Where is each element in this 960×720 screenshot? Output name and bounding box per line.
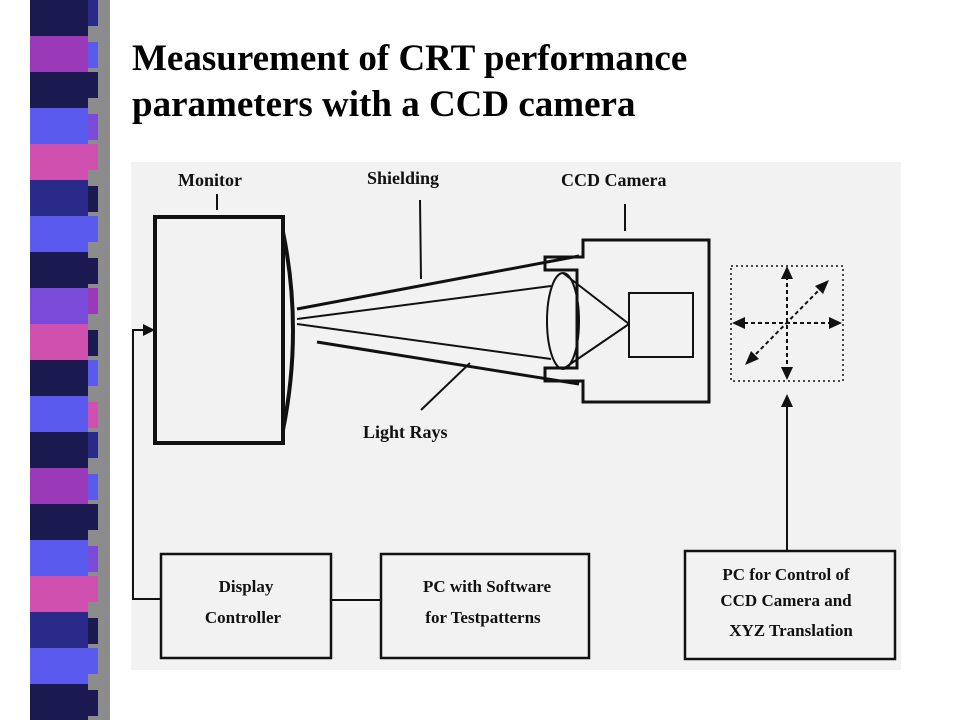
side-bar-stripe (88, 546, 98, 572)
shielding-upper (296, 254, 580, 311)
arrow-up-icon (781, 266, 793, 279)
side-bar-stripe (88, 360, 98, 386)
side-bar-stripe (88, 42, 98, 68)
side-bar-stripe (88, 648, 98, 674)
arrow-diag-down-icon (745, 351, 759, 365)
side-bar-stripe (88, 258, 98, 284)
ccd-camera-label: CCD Camera (561, 170, 666, 190)
crt-measurement-diagram: Monitor Shielding Light Rays CCD Camera … (131, 162, 901, 670)
side-bar-stripe (30, 576, 88, 612)
light-ray-lower (296, 323, 552, 360)
side-bar-stripe (88, 432, 98, 458)
shielding-label: Shielding (367, 168, 439, 188)
pc-software-box (379, 552, 591, 660)
side-bar-stripe (30, 108, 88, 144)
pc-control-line-2: CCD Camera and (720, 591, 852, 610)
side-bar-stripe (88, 216, 98, 242)
ccd-sensor (628, 292, 694, 358)
stage-input-arrow-icon (781, 394, 793, 407)
light-rays-label: Light Rays (363, 422, 448, 442)
arrow-right-icon (829, 317, 842, 329)
side-bar-stripe (30, 288, 88, 324)
side-bar-stripe (30, 324, 88, 360)
side-bar-stripe (30, 396, 88, 432)
side-bar-stripe (30, 360, 88, 396)
side-bar-stripe (30, 216, 88, 252)
controller-to-monitor-connector (132, 329, 161, 600)
arrow-left-icon (732, 317, 745, 329)
monitor-label: Monitor (178, 170, 242, 190)
side-bar-stripe (30, 0, 88, 36)
arrow-down-icon (781, 367, 793, 380)
side-bar-stripe (88, 114, 98, 140)
side-bar-stripe (30, 684, 88, 720)
side-bar-stripe (88, 618, 98, 644)
light-ray-upper (296, 285, 552, 320)
xyz-arrowheads (732, 266, 842, 380)
light-rays-label-leader (420, 362, 471, 411)
side-bar-stripe (88, 504, 98, 530)
side-bar-stripe (30, 180, 88, 216)
side-bar-stripe (88, 72, 98, 98)
monitor-input-arrow-icon (143, 324, 155, 336)
side-bar-stripe (30, 36, 88, 72)
side-bar-stripe (88, 330, 98, 356)
slide-title: Measurement of CRT performance parameter… (132, 36, 932, 128)
side-bar-stripe (30, 540, 88, 576)
shielding-label-leader (419, 199, 422, 280)
pc-control-line-1: PC for Control of (722, 565, 850, 584)
side-bar-stripe (30, 144, 88, 180)
display-controller-line-2: Controller (205, 608, 282, 627)
pc-software-line-1: PC with Software (423, 577, 552, 596)
lens-ray-lower (562, 323, 630, 370)
side-bar-stripe (30, 612, 88, 648)
shielding-lower (316, 340, 580, 386)
side-bar-stripe (88, 186, 98, 212)
monitor-screen-curve (281, 231, 295, 431)
pc-control-box (683, 549, 897, 661)
side-bar-stripes (30, 0, 98, 720)
side-bar-stripe (30, 252, 88, 288)
lens-ray-upper (562, 272, 630, 325)
side-bar-stripe (30, 504, 88, 540)
side-bar-stripe (88, 288, 98, 314)
side-bar-stripe (88, 474, 98, 500)
pc-software-line-2: for Testpatterns (425, 608, 541, 627)
side-bar-stripe (88, 144, 98, 170)
arrow-diag-up-icon (815, 280, 829, 294)
side-bar-stripe (30, 432, 88, 468)
side-bar-stripe (30, 648, 88, 684)
ccd-camera-body (543, 238, 711, 404)
decorative-side-bar (30, 0, 110, 720)
side-bar-stripe (88, 0, 98, 26)
slide-title-line-2: parameters with a CCD camera (132, 84, 636, 125)
display-controller-box (159, 552, 333, 660)
side-bar-stripe (88, 402, 98, 428)
side-bar-stripe (88, 576, 98, 602)
diagram-background (131, 162, 901, 670)
display-controller-line-1: Display (219, 577, 274, 596)
side-bar-stripe (30, 72, 88, 108)
side-bar-shadow (88, 0, 110, 720)
side-bar-stripe (30, 468, 88, 504)
pc-control-line-3: XYZ Translation (729, 621, 853, 640)
xyz-axes (737, 276, 839, 374)
slide-title-line-1: Measurement of CRT performance (132, 38, 688, 79)
side-bar-stripe (88, 690, 98, 716)
